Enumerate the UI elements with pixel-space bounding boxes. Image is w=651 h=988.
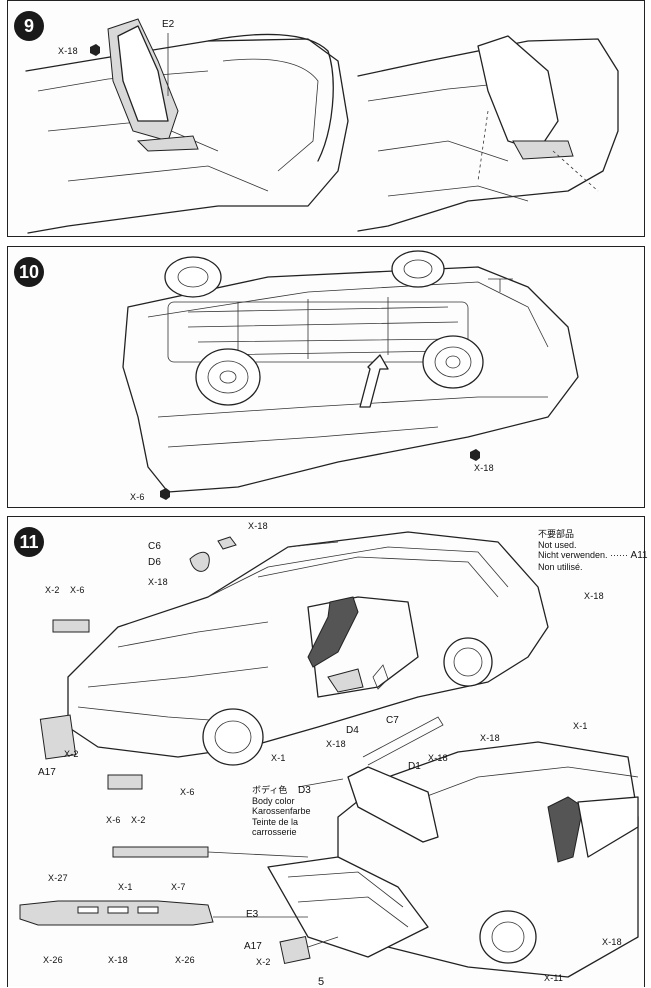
note-line: Karossenfarbe bbox=[252, 806, 311, 816]
screw-label-x7-bar: X-7 bbox=[171, 882, 186, 892]
part-label-e3: E3 bbox=[246, 909, 259, 920]
step-11-panel: 11 bbox=[7, 516, 648, 987]
step-9-illustration bbox=[25, 18, 619, 234]
note-line: Not used. bbox=[538, 539, 577, 550]
step-11-illustration bbox=[19, 531, 639, 978]
page-number: 5 bbox=[318, 976, 325, 988]
part-label-a17-rear: A17 bbox=[244, 941, 262, 952]
part-label-c6: C6 bbox=[148, 541, 162, 552]
screw-label-x26-left: X-26 bbox=[43, 955, 63, 965]
screw-label-x2-a: X-2 bbox=[45, 585, 60, 595]
screw-label-x18-d1: X-18 bbox=[428, 753, 448, 763]
screw-label-x6-under: X-6 bbox=[106, 815, 121, 825]
screw-label-x11: X-11 bbox=[544, 973, 564, 983]
screw-label-x18: X-18 bbox=[474, 463, 494, 473]
screw-label-x2-under: X-2 bbox=[131, 815, 146, 825]
not-used-note: 不要部品 Not used. Nicht verwenden. ······ A… bbox=[538, 529, 648, 572]
screw-label-x18-bottom: X-18 bbox=[108, 955, 128, 965]
screw-label-x1-bar: X-1 bbox=[118, 882, 133, 892]
not-used-part: A11 bbox=[630, 550, 648, 561]
screw-label-x27: X-27 bbox=[48, 873, 68, 883]
screw-label-x2-plate: X-2 bbox=[64, 749, 79, 759]
screw-label-x18-rear: X-18 bbox=[602, 937, 622, 947]
part-label-d3: D3 bbox=[298, 785, 311, 796]
step-9-panel: 9 E2 X-18 bbox=[7, 0, 645, 237]
part-label-d1: D1 bbox=[408, 761, 421, 772]
step-number: 11 bbox=[14, 527, 44, 557]
body-color-note: ボディ色 Body color Karossenfarbe Teinte de … bbox=[252, 785, 311, 838]
screw-label-x18-roof: X-18 bbox=[584, 591, 604, 601]
note-line: Body color bbox=[252, 795, 295, 806]
screw-label-x6-wheel: X-6 bbox=[180, 787, 195, 797]
note-line-with-part: Nicht verwenden. ······ A11 bbox=[538, 550, 648, 561]
part-label-a17-front: A17 bbox=[38, 767, 56, 778]
screw-label-x6-a: X-6 bbox=[70, 585, 85, 595]
note-line: Non utilisé. bbox=[538, 561, 583, 572]
step-number: 10 bbox=[14, 257, 44, 287]
part-label-d4: D4 bbox=[346, 725, 359, 736]
screw-label-x18-wing: X-18 bbox=[480, 733, 500, 743]
screw-label-x1-door: X-1 bbox=[271, 753, 286, 763]
step-number: 9 bbox=[14, 11, 44, 41]
note-line: Teinte de la bbox=[252, 816, 299, 827]
screw-label-x26-right: X-26 bbox=[175, 955, 195, 965]
note-line: 不要部品 bbox=[538, 529, 575, 539]
step-10-illustration bbox=[122, 250, 579, 500]
part-label-c7: C7 bbox=[386, 715, 399, 726]
part-label-e2: E2 bbox=[162, 19, 175, 30]
part-label-d6: D6 bbox=[148, 557, 162, 568]
screw-label-x6: X-6 bbox=[130, 492, 145, 502]
screw-label-x18-d4: X-18 bbox=[326, 739, 346, 749]
screw-label-x2-rear: X-2 bbox=[256, 957, 271, 967]
screw-label-x18-mirror: X-18 bbox=[148, 577, 168, 587]
screw-label-x1-rear: X-1 bbox=[573, 721, 588, 731]
screw-label-x18: X-18 bbox=[58, 46, 78, 56]
screw-label-x18-top: X-18 bbox=[248, 521, 268, 531]
note-line: ボディ色 bbox=[252, 785, 288, 795]
step-10-panel: 10 X-18 X-6 bbox=[7, 246, 645, 508]
note-line: carrosserie bbox=[252, 827, 297, 837]
